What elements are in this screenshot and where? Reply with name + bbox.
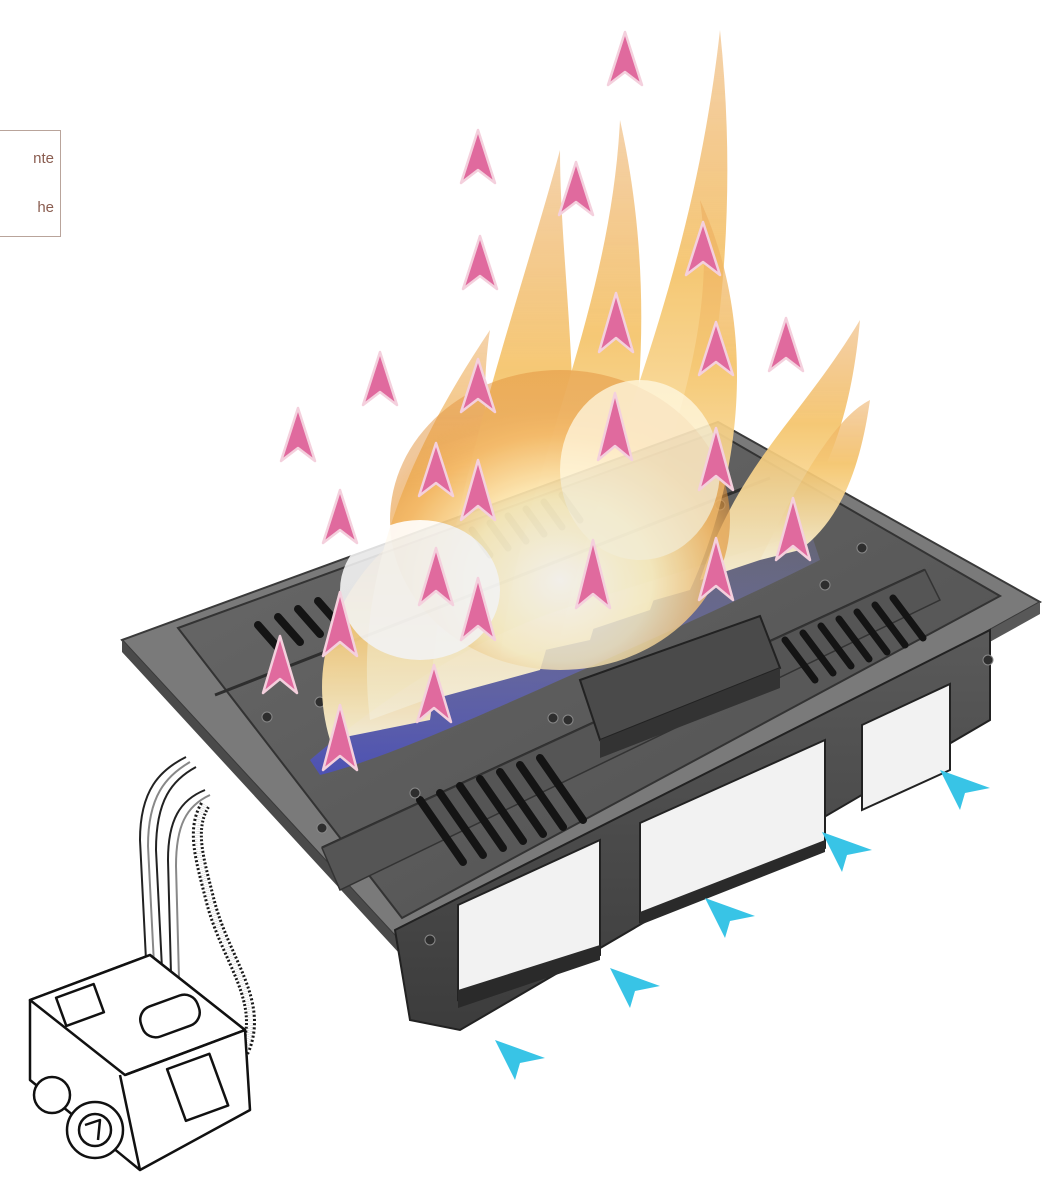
pink-up-arrow-icon [323,490,357,543]
gas-valve-icon [30,955,250,1170]
blue-chevron-arrow-icon [940,770,990,810]
pink-up-arrow-icon [608,32,642,85]
pink-up-arrow-icon [281,408,315,461]
pink-up-arrow-icon [363,352,397,405]
pink-up-arrow-icon [559,162,593,215]
pink-up-arrow-icon [461,130,495,183]
blue-chevron-arrow-icon [610,968,660,1008]
pink-up-arrow-icon [769,318,803,371]
blue-chevron-arrow-icon [822,832,872,872]
blue-chevron-arrow-icon [495,1040,545,1080]
blue-chevron-arrow-icon [705,898,755,938]
pink-up-arrow-icon [463,236,497,289]
